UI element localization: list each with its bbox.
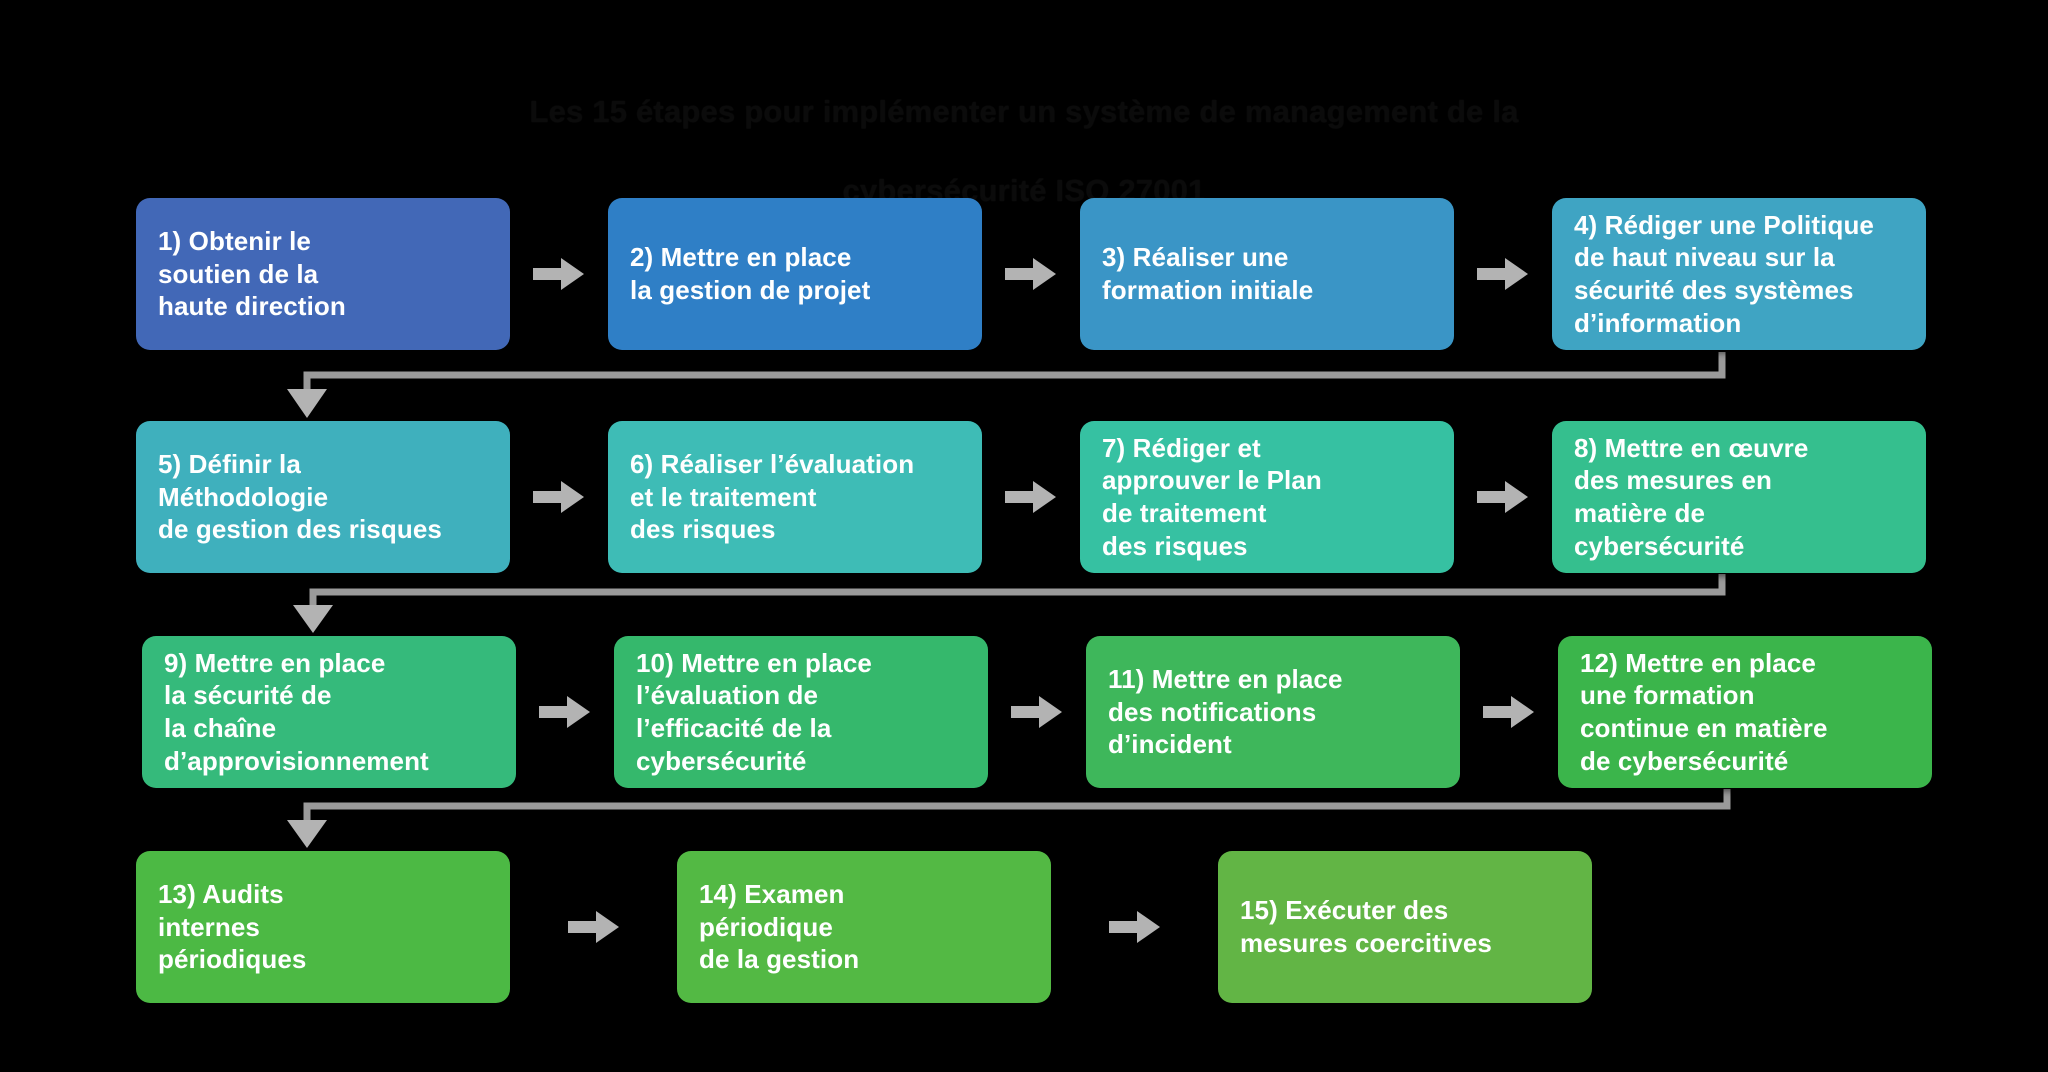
row-4-spacer-2 bbox=[1759, 851, 1926, 1003]
flow-row-2: 5) Définir la Méthodologie de gestion de… bbox=[136, 421, 1926, 573]
flow-row-3: 9) Mettre en place la sécurité de la cha… bbox=[142, 636, 1932, 788]
arrow-right-icon bbox=[1477, 258, 1528, 290]
step-box-3[interactable]: 3) Réaliser une formation initiale bbox=[1080, 198, 1454, 350]
step-label-4: 4) Rédiger une Politique de haut niveau … bbox=[1574, 209, 1874, 338]
step-label-10: 10) Mettre en place l’évaluation de l’ef… bbox=[636, 647, 872, 776]
step-label-11: 11) Mettre en place des notifications d’… bbox=[1108, 663, 1343, 760]
step-box-8[interactable]: 8) Mettre en œuvre des mesures en matièr… bbox=[1552, 421, 1926, 573]
step-label-3: 3) Réaliser une formation initiale bbox=[1102, 242, 1314, 305]
step-label-14: 14) Examen périodique de la gestion bbox=[699, 878, 860, 975]
step-box-1[interactable]: 1) Obtenir le soutien de la haute direct… bbox=[136, 198, 510, 350]
arrow-right-icon bbox=[533, 481, 584, 513]
step-label-13: 13) Audits internes périodiques bbox=[158, 878, 307, 975]
step-label-7: 7) Rédiger et approuver le Plan de trait… bbox=[1102, 432, 1322, 561]
row-4-spacer bbox=[1592, 851, 1759, 1003]
page-title-line-1: Les 15 étapes pour implémenter un systèm… bbox=[529, 93, 1519, 129]
arrow-right-icon bbox=[1483, 696, 1534, 728]
arrow-13-to-14 bbox=[510, 851, 677, 1003]
arrow-11-to-12 bbox=[1460, 636, 1558, 788]
step-label-12: 12) Mettre en place une formation contin… bbox=[1580, 647, 1828, 776]
arrow-1-to-2 bbox=[510, 198, 608, 350]
step-box-15[interactable]: 15) Exécuter des mesures coercitives bbox=[1218, 851, 1592, 1003]
step-label-5: 5) Définir la Méthodologie de gestion de… bbox=[158, 448, 442, 545]
step-label-15: 15) Exécuter des mesures coercitives bbox=[1240, 895, 1492, 958]
flow-row-1: 1) Obtenir le soutien de la haute direct… bbox=[136, 198, 1926, 350]
arrow-right-icon bbox=[567, 911, 619, 943]
arrow-right-icon bbox=[539, 696, 590, 728]
step-label-1: 1) Obtenir le soutien de la haute direct… bbox=[158, 225, 346, 322]
arrow-right-icon bbox=[1011, 696, 1062, 728]
step-box-10[interactable]: 10) Mettre en place l’évaluation de l’ef… bbox=[614, 636, 988, 788]
step-box-11[interactable]: 11) Mettre en place des notifications d’… bbox=[1086, 636, 1460, 788]
arrow-9-to-10 bbox=[516, 636, 614, 788]
step-box-4[interactable]: 4) Rédiger une Politique de haut niveau … bbox=[1552, 198, 1926, 350]
arrow-14-to-15 bbox=[1051, 851, 1218, 1003]
step-label-8: 8) Mettre en œuvre des mesures en matièr… bbox=[1574, 432, 1809, 561]
step-box-7[interactable]: 7) Rédiger et approuver le Plan de trait… bbox=[1080, 421, 1454, 573]
arrow-10-to-11 bbox=[988, 636, 1086, 788]
arrow-7-to-8 bbox=[1454, 421, 1552, 573]
step-box-6[interactable]: 6) Réaliser l’évaluation et le traitemen… bbox=[608, 421, 982, 573]
flow-row-4: 13) Audits internes périodiques 14) Exam… bbox=[136, 851, 1926, 1003]
arrow-5-to-6 bbox=[510, 421, 608, 573]
step-label-6: 6) Réaliser l’évaluation et le traitemen… bbox=[630, 448, 915, 545]
arrow-right-icon bbox=[1477, 481, 1528, 513]
step-box-9[interactable]: 9) Mettre en place la sécurité de la cha… bbox=[142, 636, 516, 788]
step-box-5[interactable]: 5) Définir la Méthodologie de gestion de… bbox=[136, 421, 510, 573]
step-label-2: 2) Mettre en place la gestion de projet bbox=[630, 242, 871, 305]
arrow-right-icon bbox=[1005, 258, 1056, 290]
arrow-right-icon bbox=[1108, 911, 1160, 943]
arrow-6-to-7 bbox=[982, 421, 1080, 573]
step-box-14[interactable]: 14) Examen périodique de la gestion bbox=[677, 851, 1051, 1003]
step-box-2[interactable]: 2) Mettre en place la gestion de projet bbox=[608, 198, 982, 350]
arrow-right-icon bbox=[533, 258, 584, 290]
arrow-3-to-4 bbox=[1454, 198, 1552, 350]
step-box-12[interactable]: 12) Mettre en place une formation contin… bbox=[1558, 636, 1932, 788]
step-label-9: 9) Mettre en place la sécurité de la cha… bbox=[164, 647, 429, 776]
arrow-2-to-3 bbox=[982, 198, 1080, 350]
arrow-right-icon bbox=[1005, 481, 1056, 513]
step-box-13[interactable]: 13) Audits internes périodiques bbox=[136, 851, 510, 1003]
